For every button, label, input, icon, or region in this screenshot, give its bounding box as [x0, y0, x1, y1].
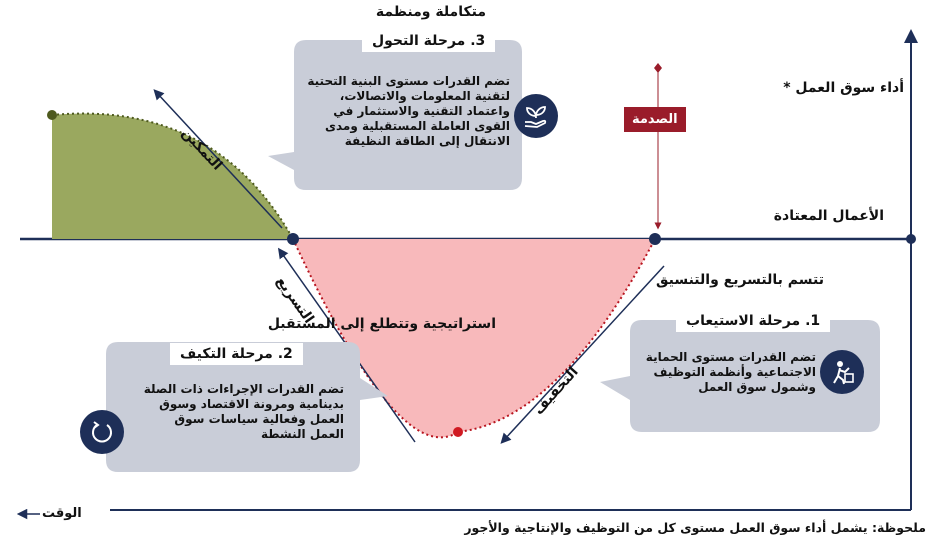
- absorb-line: الاجتماعية وأنظمة التوظيف: [653, 365, 817, 379]
- absorb-title: 1. مرحلة الاستيعاب: [676, 310, 831, 332]
- absorb-line: وشمول سوق العمل: [698, 380, 816, 394]
- plant-hand-icon: [514, 94, 558, 138]
- footnote: ملحوظة: يشمل أداء سوق العمل مستوى كل من …: [464, 520, 926, 535]
- transform-tagline: متكاملة ومنظمة: [375, 4, 486, 20]
- dip-area: [293, 239, 655, 438]
- adapt-title: 2. مرحلة التكيف: [170, 343, 303, 365]
- transform-line: الانتقال إلى الطاقة النظيفة: [344, 134, 510, 148]
- mitigate-arrow: [500, 265, 665, 444]
- x-axis-label: الوقت: [42, 506, 82, 521]
- absorb-text: تضم القدرات مستوى الحماية الاجتماعية وأن…: [646, 350, 816, 395]
- adapt-text: تضم القدرات الإجراءات ذات الصلة بدينامية…: [144, 382, 344, 442]
- adapt-line: العمل النشطة: [260, 427, 344, 441]
- adapt-line: تضم القدرات الإجراءات ذات الصلة: [143, 382, 344, 396]
- adapt-line: العمل وفعالية سياسات سوق: [174, 412, 344, 426]
- worker-icon: [820, 350, 864, 394]
- transform-line: تضم القدرات مستوى البنية التحتية: [307, 74, 510, 88]
- shock-badge: الصدمة: [624, 107, 686, 132]
- baseline-label: الأعمال المعتادة: [773, 208, 884, 224]
- adapt-line: بدينامية ومرونة الاقتصاد وسوق: [159, 397, 344, 411]
- absorb-bubble: [600, 320, 880, 432]
- transform-bubble: [268, 40, 522, 190]
- enable-area: [52, 113, 293, 239]
- y-axis-label: أداء سوق العمل *: [783, 80, 904, 96]
- transform-line: واعتماد التقنية والاستثمار في: [333, 104, 510, 118]
- point-dip-bottom: [453, 427, 463, 437]
- shock-top-marker: [654, 63, 662, 73]
- transform-text: تضم القدرات مستوى البنية التحتية لتقنية …: [307, 74, 510, 149]
- point-shock: [649, 233, 661, 245]
- transform-line: لتقنية المعلومات والاتصالات،: [339, 89, 510, 103]
- transform-title: 3. مرحلة التحول: [362, 30, 496, 52]
- point-enable-start: [47, 110, 57, 120]
- enable-curve: [51, 112, 294, 240]
- point-recovery: [287, 233, 299, 245]
- enable-arrow: [153, 89, 283, 229]
- transform-line: القوى العاملة المستقبلية ومدى: [324, 119, 510, 133]
- absorb-tagline: تتسم بالتسريع والتنسيق: [656, 272, 824, 288]
- absorb-line: تضم القدرات مستوى الحماية: [645, 350, 816, 364]
- adapt-tagline: استراتيجية وتتطلع إلى المستقبل: [267, 316, 496, 332]
- point-axis: [906, 234, 916, 244]
- adapt-bubble: [106, 342, 388, 472]
- refresh-icon: [80, 410, 124, 454]
